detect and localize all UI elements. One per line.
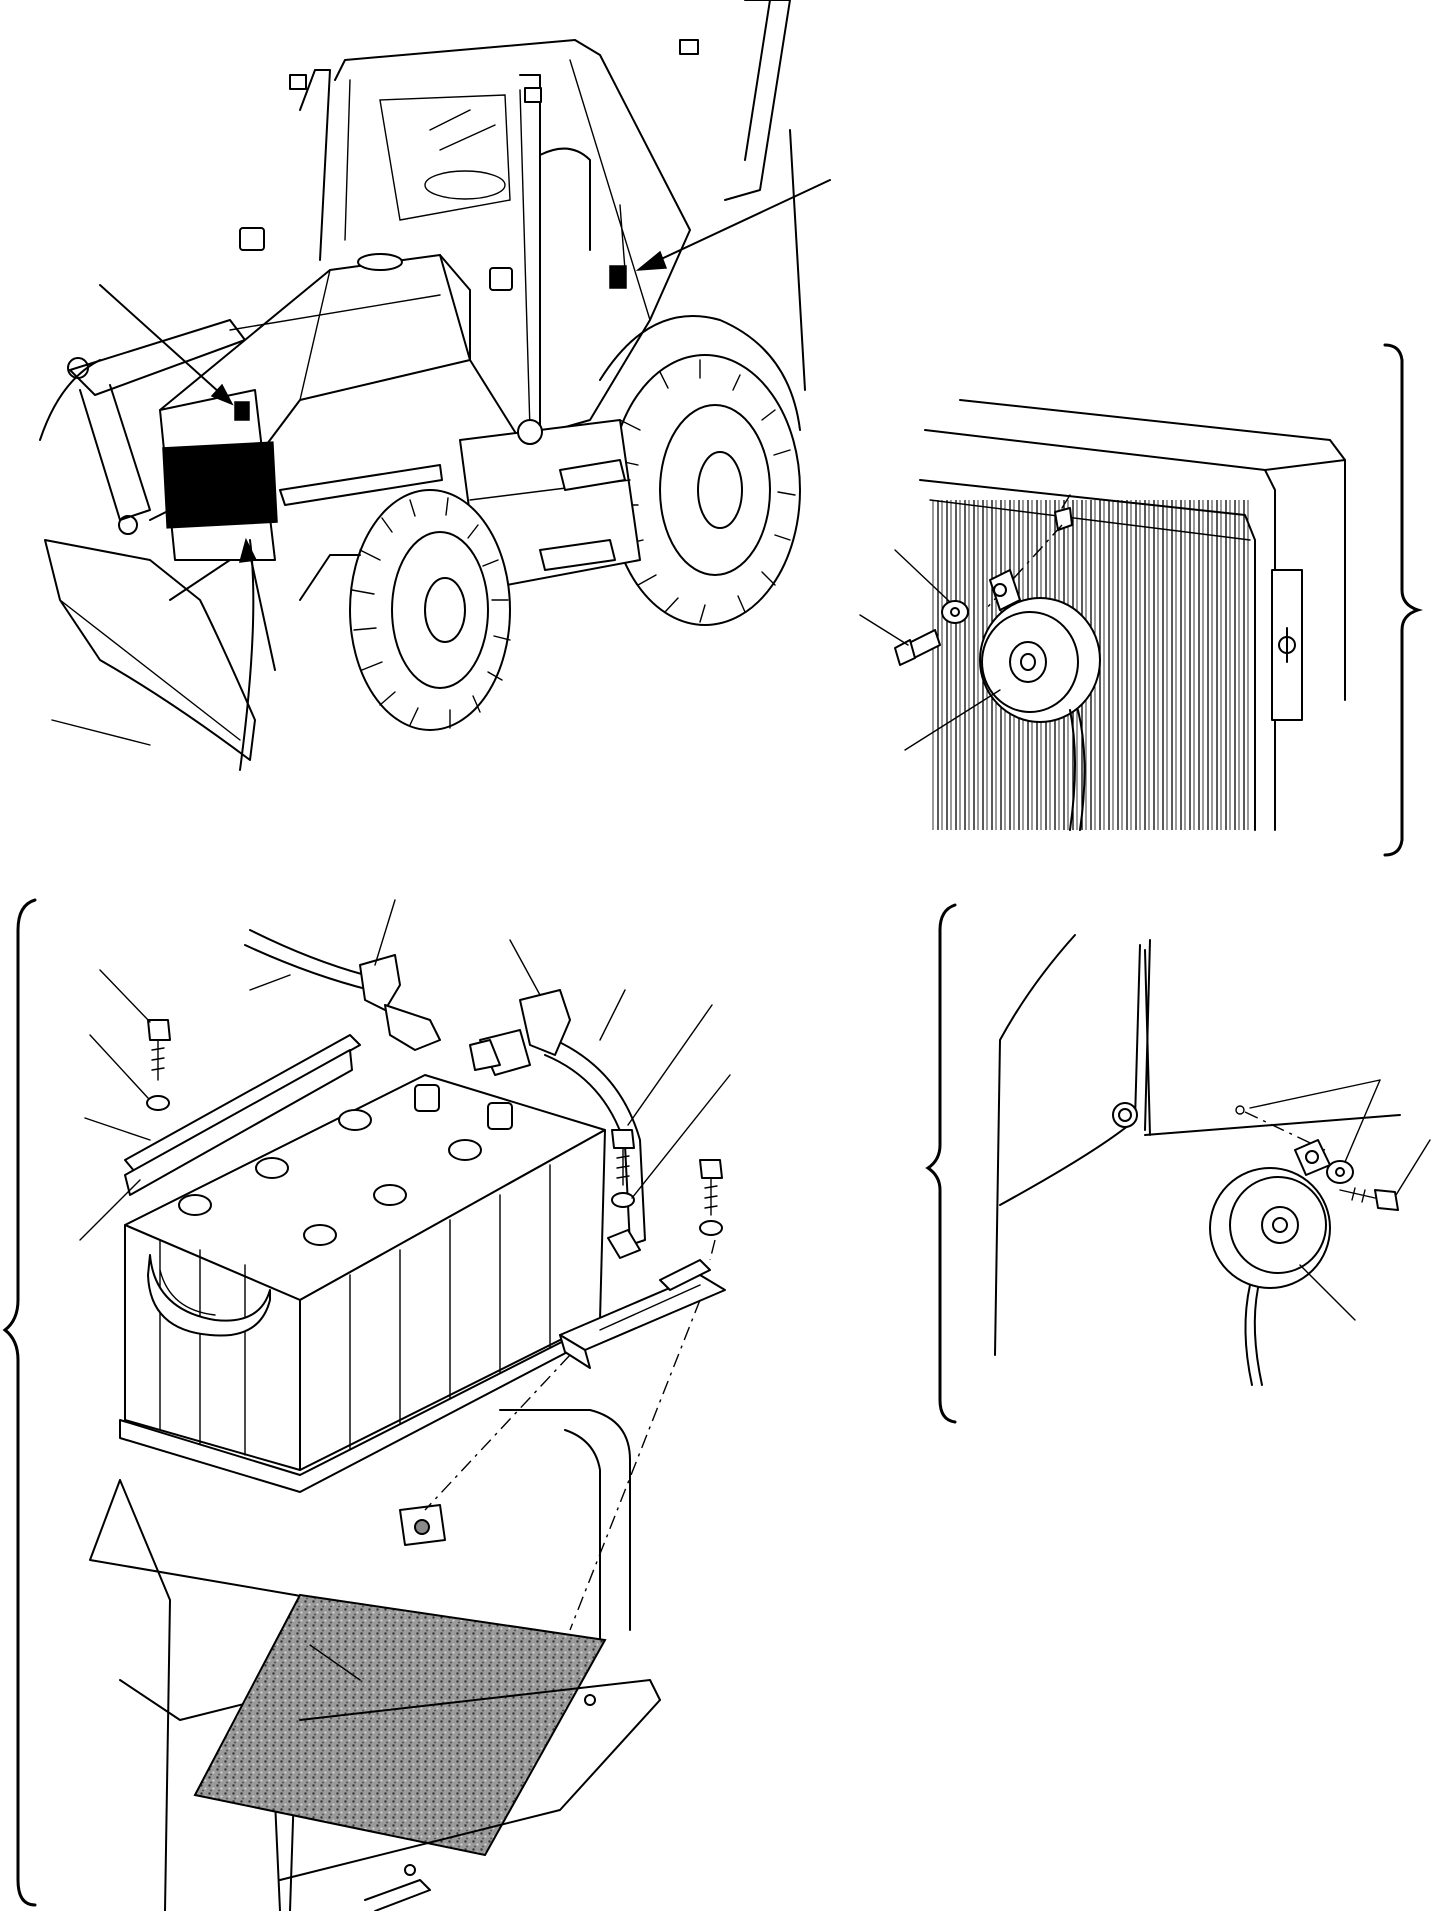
washer-right	[611, 1192, 635, 1208]
bracket-left	[2, 898, 37, 1907]
leader-horn-pillar	[1299, 1264, 1356, 1321]
hold-down-bar	[124, 1034, 361, 1173]
bolt-far-right	[699, 1159, 723, 1216]
leader-arrow-horn-front	[99, 284, 231, 403]
leader-washer-pillar	[1344, 1079, 1381, 1163]
bolt-left	[147, 1019, 171, 1081]
work-light	[239, 227, 265, 251]
screw-pillar	[1339, 1187, 1399, 1211]
steering-wheel	[424, 170, 506, 200]
leader-bolt	[859, 614, 909, 646]
leader-battery-mat	[309, 1644, 361, 1681]
cab-pillar	[994, 934, 1076, 1356]
leader-negative-cable	[599, 989, 626, 1041]
rear-wheel	[609, 354, 801, 626]
pillar-stud	[1112, 1102, 1138, 1128]
leader-cable-terminal	[374, 899, 396, 966]
bracket-left-small	[925, 903, 957, 1424]
leader-horn	[904, 689, 1001, 751]
leader-clip	[1249, 1079, 1381, 1109]
bracket-right	[1383, 343, 1424, 857]
horn-location-marker-cab	[609, 265, 627, 289]
washer-left	[146, 1095, 170, 1111]
backhoe-overview-panel	[39, 0, 831, 771]
leader-washer	[894, 549, 951, 603]
battery-location-marker	[162, 441, 278, 529]
backhoe-boom	[724, 0, 791, 201]
horn	[979, 569, 1101, 831]
bolt	[894, 629, 941, 666]
leader-screw-pillar	[1395, 1139, 1431, 1196]
loader-bucket	[44, 539, 256, 761]
cab	[334, 39, 691, 441]
horn-on-cab-pillar-panel	[925, 903, 1431, 1424]
battery-terminal-positive	[414, 1084, 440, 1112]
leader-hold-down-lower	[79, 1179, 141, 1241]
leader-hold-down-bar	[84, 1117, 151, 1141]
leader-bolt-left	[99, 969, 151, 1023]
leader-arrow-horn-cab	[641, 179, 831, 269]
horn-pillar	[1209, 1139, 1331, 1386]
rear-fender	[599, 315, 801, 431]
battery-mounting-panel	[2, 898, 731, 1911]
battery-mat	[193, 1593, 607, 1857]
leader-washer-left	[89, 1034, 149, 1099]
bolt-right	[611, 1129, 635, 1186]
horn-on-radiator-panel	[859, 343, 1424, 857]
battery-terminal-negative	[487, 1102, 513, 1130]
leader-washer-right	[631, 1074, 731, 1199]
leader-arrow-battery	[247, 544, 276, 671]
cable-negative	[544, 1039, 646, 1246]
leader-negative-terminal	[509, 939, 541, 996]
horn-location-marker-front	[234, 401, 250, 421]
leader-cable-positive	[249, 974, 291, 991]
leader-bolt-right	[627, 1004, 713, 1126]
battery-box	[119, 1479, 171, 1911]
front-wheel	[349, 489, 511, 731]
battery	[119, 1074, 606, 1493]
cable-positive	[244, 929, 371, 991]
